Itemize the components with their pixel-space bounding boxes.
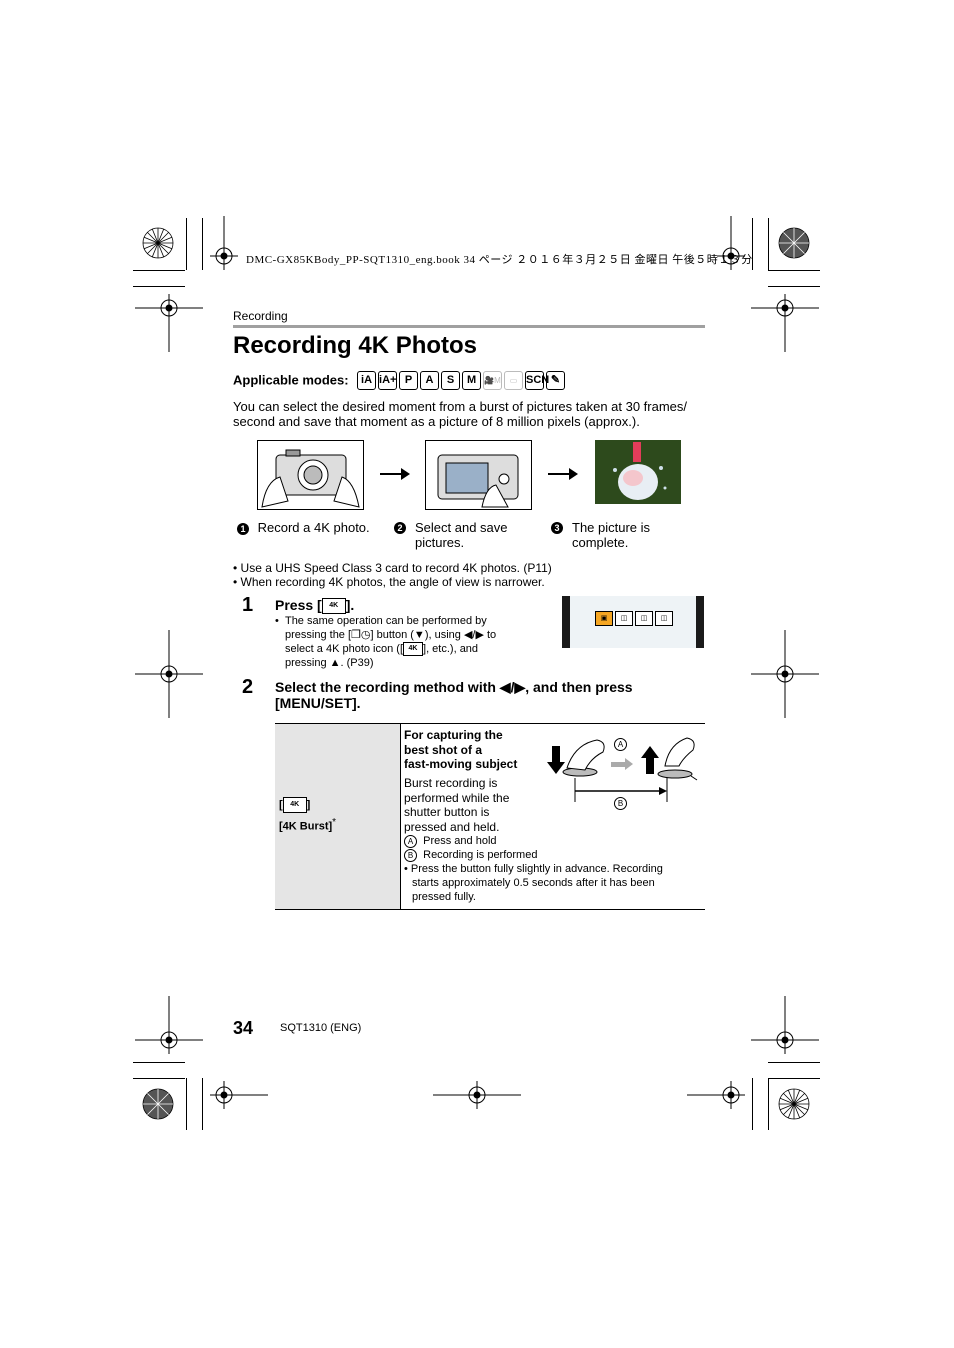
burst-4k-icon: 4K — [321, 598, 346, 615]
diagram-label-b: B — [614, 797, 627, 810]
step-2-heading: Select the recording method with ◀/▶, an… — [275, 679, 633, 711]
mode-icon: P — [399, 371, 419, 390]
4k-photo-option-icon[interactable]: ▣ — [595, 611, 613, 626]
page-number: 34 — [233, 1018, 254, 1038]
section-label: Recording — [233, 309, 288, 323]
4k-burst-option-icon[interactable]: ◫ — [615, 611, 633, 626]
drive-mode-icon: ❐◷ — [351, 629, 371, 641]
applicable-modes-label: Applicable modes: — [233, 372, 349, 388]
process-step-3: 3 The picture is complete. — [551, 520, 671, 550]
mode-icon: iA+ — [378, 371, 398, 390]
burst-4k-icon: 4K — [403, 642, 424, 657]
table-legend: A Press and hold B Recording is performe… — [404, 834, 537, 862]
mode-icon: ▭ — [504, 371, 524, 390]
mode-icon: 🎥M — [483, 371, 503, 390]
model-code: SQT1310 (ENG) — [280, 1022, 362, 1034]
4k-pre-burst-option-icon[interactable]: ◫ — [655, 611, 673, 626]
mode-icon: M — [462, 371, 482, 390]
recording-method-table: [4K] [4K Burst]* For capturing the best … — [275, 723, 705, 910]
step-1-bullet: • The same operation can be performed by… — [275, 615, 497, 670]
step-1-heading: Press [4K]. — [275, 597, 355, 615]
4k-burst-ss-option-icon[interactable]: ◫ — [635, 611, 653, 626]
burst-4k-icon: 4K — [282, 797, 307, 813]
step-2-number: 2 — [242, 676, 254, 698]
diagram-label-a: A — [614, 738, 627, 751]
step-1-number: 1 — [242, 594, 254, 616]
print-header: DMC-GX85KBody_PP-SQT1310_eng.book 34 ページ… — [246, 254, 753, 266]
mode-icon: SCN — [525, 371, 549, 390]
drive-mode-screen: ▣ ◫ ◫ ◫ — [562, 596, 704, 648]
table-description: Burst recording is performed while the s… — [404, 776, 510, 834]
table-heading: For capturing the best shot of a fast-mo… — [404, 728, 518, 771]
camera-select-illustration — [425, 440, 532, 510]
section-rule — [233, 325, 705, 328]
intro-text: You can select the desired moment from a… — [233, 399, 688, 429]
process-arrow-2 — [548, 468, 578, 480]
mode-icon: S — [441, 371, 461, 390]
process-arrow-1 — [380, 468, 410, 480]
page-title: Recording 4K Photos — [233, 332, 478, 359]
note-item: • When recording 4K photos, the angle of… — [233, 575, 545, 589]
notes: • Use a UHS Speed Class 3 card to record… — [233, 561, 552, 589]
mode-icon: A — [420, 371, 440, 390]
shutter-press-diagram — [547, 737, 698, 802]
note-item: • Use a UHS Speed Class 3 card to record… — [233, 561, 552, 575]
process-step-2: 2 Select and save pictures. — [394, 520, 524, 550]
camera-record-illustration — [257, 440, 364, 510]
process-step-1: 1 Record a 4K photo. — [237, 520, 377, 535]
water-balloon-photo — [595, 440, 681, 504]
mode-icon: iA — [357, 371, 377, 390]
mode-icon: ✎ — [546, 371, 566, 390]
table-left-cell: [4K] [4K Burst]* — [275, 724, 401, 909]
table-note: • Press the button fully slightly in adv… — [404, 863, 663, 903]
4k-burst-label: [4K Burst]* — [279, 817, 337, 833]
